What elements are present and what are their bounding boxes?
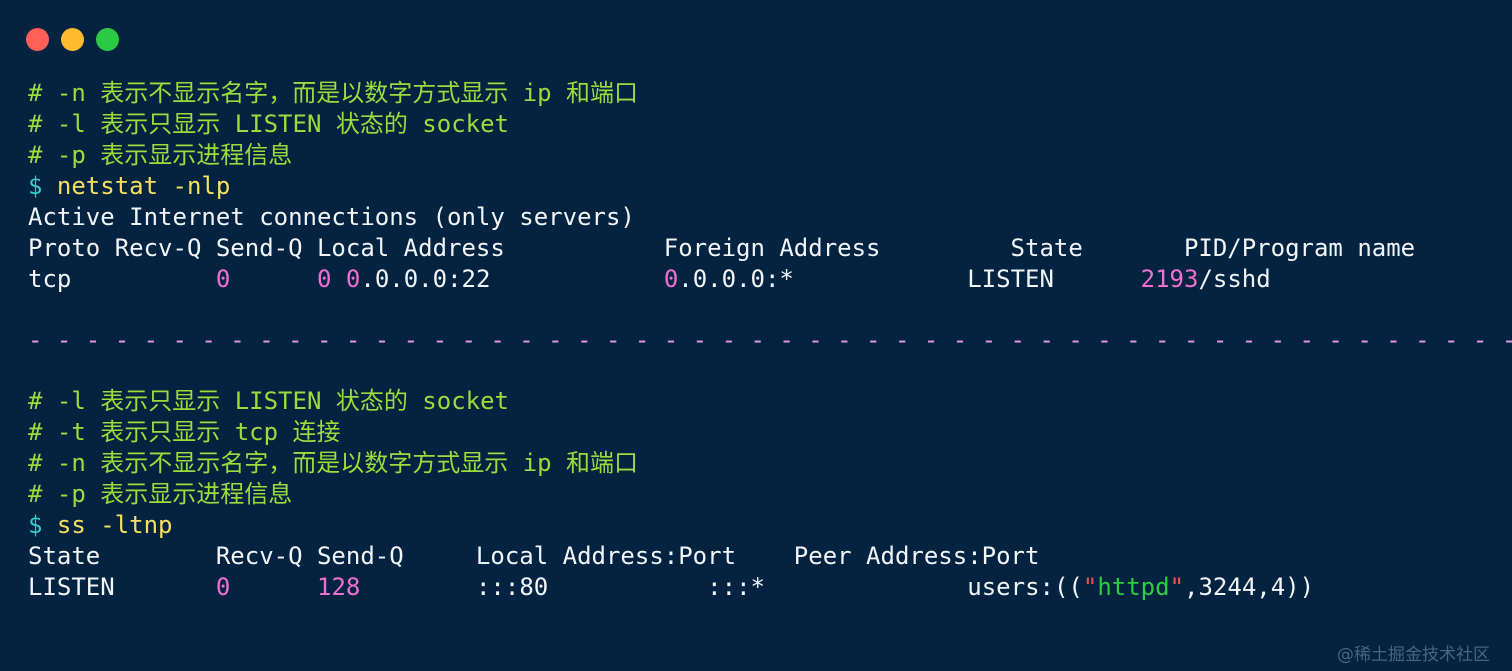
command-text: ss -ltnp (56, 511, 173, 539)
comment-hash: # (28, 110, 43, 138)
comment-flag: -p (42, 480, 101, 508)
cell-pid: 2193 (1140, 265, 1199, 293)
comment-text: 表示显示进程信息 (100, 141, 293, 169)
comment-hash: # (28, 141, 43, 169)
comment-line: # -n 表示不显示名字，而是以数字方式显示 ip 和端口 (28, 448, 1512, 479)
netstat-banner: Active Internet connections (only server… (28, 203, 635, 231)
comment-line: # -l 表示只显示 LISTEN 状态的 socket (28, 109, 1512, 140)
maximize-window-button[interactable] (96, 27, 119, 51)
comment-hash: # (28, 449, 43, 477)
window-titlebar (0, 0, 1512, 78)
comment-flag: -t (42, 418, 101, 446)
command-line-netstat[interactable]: $ netstat -nlp (28, 171, 1512, 202)
cell-recv-q: 0 (215, 573, 231, 601)
section-separator: - - - - - - - - - - - - - - - - - - - - … (28, 326, 1512, 354)
comment-line: # -p 表示显示进程信息 (28, 140, 1512, 171)
comment-hash: # (28, 480, 43, 508)
cell-users-suffix: ,3244,4)) (1184, 573, 1315, 601)
comment-flag: -p (42, 141, 101, 169)
comment-text: 表示只显示 LISTEN 状态的 socket (100, 110, 509, 138)
cell-local-address-lead: 0 (345, 265, 361, 293)
terminal-output-area[interactable]: # -n 表示不显示名字，而是以数字方式显示 ip 和端口 # -l 表示只显示… (0, 78, 1512, 603)
cell-peer-address: :::* (707, 573, 765, 601)
minimize-window-button[interactable] (61, 27, 84, 51)
cell-program: /sshd (1198, 265, 1271, 293)
comment-text: 表示只显示 LISTEN 状态的 socket (100, 387, 509, 415)
shell-prompt-symbol: $ (28, 172, 43, 200)
command-text: netstat -nlp (56, 172, 231, 200)
netstat-table-header: Proto Recv-Q Send-Q Local Address Foreig… (28, 234, 1416, 262)
cell-foreign-address: .0.0.0:* (678, 265, 794, 293)
comment-text: 表示不显示名字，而是以数字方式显示 ip 和端口 (100, 449, 639, 477)
watermark: @稀土掘金技术社区 (1337, 645, 1490, 665)
cell-local-address: .0.0.0:22 (360, 265, 491, 293)
comment-flag: -n (42, 449, 101, 477)
comment-line: # -t 表示只显示 tcp 连接 (28, 417, 1512, 448)
comment-line: # -l 表示只显示 LISTEN 状态的 socket (28, 386, 1512, 417)
comment-line: # -n 表示不显示名字，而是以数字方式显示 ip 和端口 (28, 78, 1512, 109)
cell-users-quote-close: " (1169, 573, 1185, 601)
comment-flag: -n (42, 79, 101, 107)
comment-text: 表示只显示 tcp 连接 (100, 418, 341, 446)
ss-table-header: State Recv-Q Send-Q Local Address:Port P… (28, 542, 1040, 570)
cell-state: LISTEN (967, 265, 1054, 293)
comment-hash: # (28, 387, 43, 415)
spacer (28, 295, 1512, 325)
cell-users-process: httpd (1097, 573, 1170, 601)
netstat-table-row: tcp 0 0 0.0.0.0:22 0.0.0.0:* LISTEN 2193… (28, 264, 1512, 295)
comment-text: 表示不显示名字，而是以数字方式显示 ip 和端口 (100, 79, 639, 107)
cell-users-quote-open: " (1082, 573, 1098, 601)
comment-hash: # (28, 418, 43, 446)
spacer (28, 356, 1512, 386)
comment-text: 表示显示进程信息 (100, 480, 293, 508)
cell-recv-q: 0 (215, 265, 231, 293)
command-line-ss[interactable]: $ ss -ltnp (28, 510, 1512, 541)
ss-table-row: LISTEN 0 128 :::80 :::* users:(("httpd",… (28, 572, 1512, 603)
cell-send-q: 0 (317, 265, 332, 293)
cell-state: LISTEN (28, 573, 115, 601)
cell-proto: tcp (28, 265, 72, 293)
comment-line: # -p 表示显示进程信息 (28, 479, 1512, 510)
comment-flag: -l (42, 110, 101, 138)
cell-local-address: :::80 (475, 573, 549, 601)
shell-prompt-symbol: $ (28, 511, 43, 539)
cell-send-q: 128 (317, 573, 361, 601)
cell-foreign-address-lead: 0 (663, 265, 679, 293)
cell-users-prefix: users:(( (967, 573, 1083, 601)
comment-hash: # (28, 79, 43, 107)
comment-flag: -l (42, 387, 101, 415)
close-window-button[interactable] (26, 27, 49, 51)
